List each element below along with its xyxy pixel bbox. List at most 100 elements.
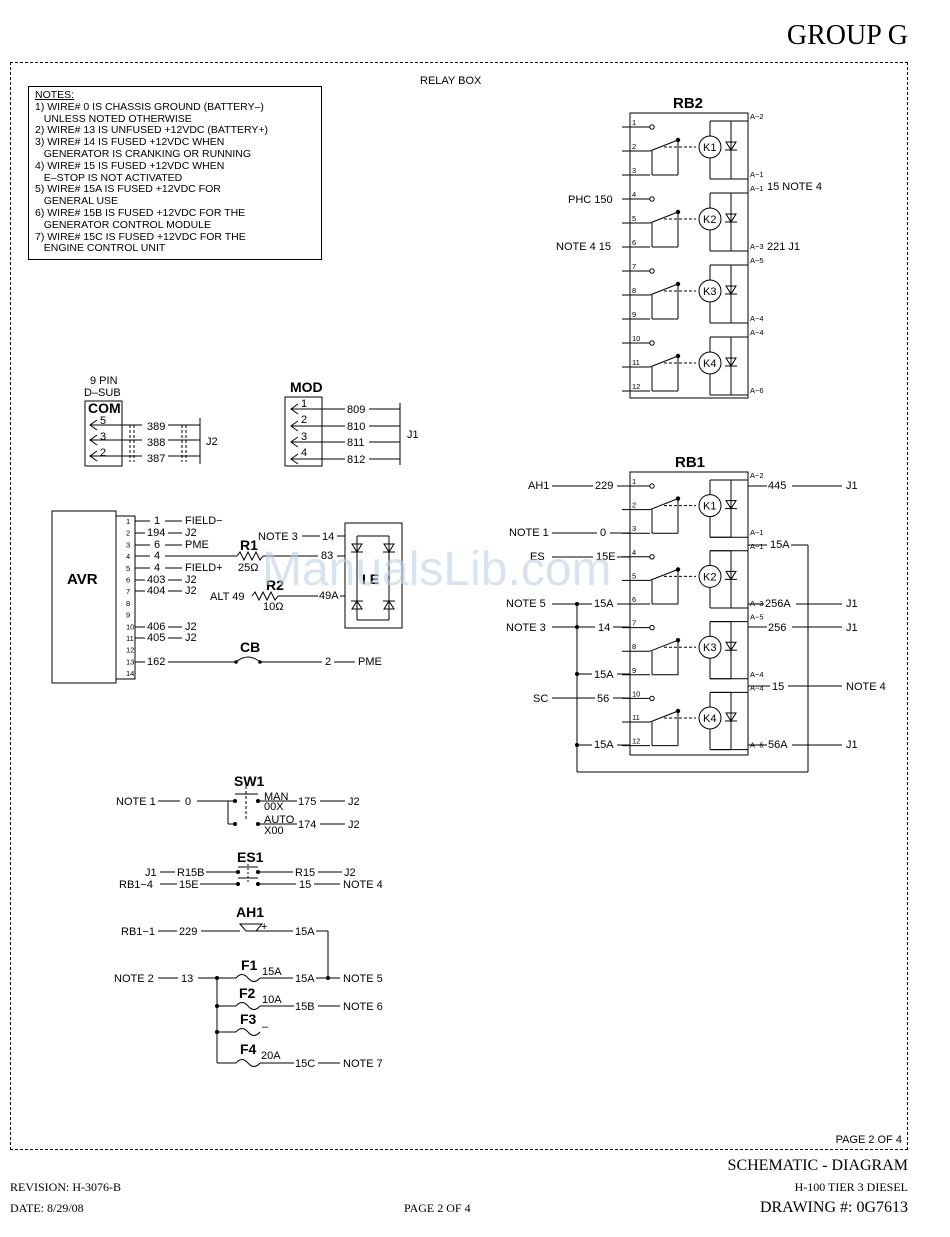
r1-resistor: [236, 550, 264, 562]
avr-dest: PME: [185, 539, 209, 551]
fuse-block: NOTE 2 13 F1 15A 15A NOTE 5 F2 10A 15B N…: [114, 957, 383, 1070]
diode-icon: [725, 500, 737, 510]
page-indicator-inside: PAGE 2 OF 4: [835, 1134, 902, 1146]
rb2-title: RB2: [673, 95, 703, 112]
note-line: ENGINE CONTROL UNIT: [35, 242, 166, 255]
dsub-body: [84, 400, 123, 467]
f1-label: F1: [241, 957, 258, 973]
rb1-left-wire: 15A: [594, 598, 614, 610]
ah1-alarm-horn: AH1 RB1−1 229 + 15A: [121, 904, 329, 978]
contact-com: [675, 496, 681, 501]
a-pin-label: A−4: [750, 314, 764, 323]
avr-wire: 403: [147, 574, 165, 586]
pin-number: 4: [632, 190, 636, 199]
mod-wire: 811: [347, 437, 365, 449]
ah1-wire-out: 15A: [295, 926, 315, 938]
cb-wire: 2: [325, 656, 331, 668]
contact-no: [649, 124, 655, 130]
rb1-right-wire: 256A: [765, 598, 791, 610]
note-line: 4) WIRE# 15 IS FUSED +12VDC WHEN: [35, 159, 225, 172]
rb1-right-wire: 256: [768, 622, 786, 634]
a-pin-label: A−2: [750, 471, 764, 480]
horn-icon: [238, 923, 264, 932]
ie-label: I E: [362, 571, 379, 587]
contact-arm: [649, 639, 679, 652]
rb1-left-src: NOTE 5: [506, 598, 546, 610]
pin-number: 9: [632, 666, 636, 675]
a-pin-label: A−4: [750, 683, 764, 692]
contact-no: [649, 268, 655, 274]
rb1-right-dest: J1: [846, 622, 858, 634]
es1-label: ES1: [237, 849, 264, 865]
fuse-icon: [235, 1002, 261, 1010]
avr-pin-number: 4: [126, 552, 130, 561]
dsub-connector: 9 PIN D–SUB COM 5 3 2 389 388 387 J2: [84, 375, 218, 467]
rb1-left-src: NOTE 3: [506, 622, 546, 634]
rb1-left-src: ES: [530, 551, 545, 563]
title-block-title: SCHEMATIC - DIAGRAM: [727, 1157, 908, 1174]
rb1-left-wire: 56: [597, 693, 609, 705]
rb1-right-dest: NOTE 4: [846, 681, 886, 693]
relay-coil-label: K4: [703, 358, 716, 370]
rb1-left-src: SC: [533, 693, 548, 705]
r2-value: 10Ω: [263, 601, 283, 613]
r2-label: R2: [266, 577, 284, 593]
rb1-left-wire: 229: [595, 480, 613, 492]
sw1-code2: X00: [264, 825, 284, 837]
pin-number: 8: [632, 286, 636, 295]
dsub-wire: 387: [147, 453, 165, 465]
rb1-left-wire: 15A: [594, 669, 614, 681]
mod-body: [284, 396, 323, 467]
avr-pin-number: 3: [126, 540, 130, 549]
notes-box: NOTES: 1) WIRE# 0 IS CHASSIS GROUND (BAT…: [28, 86, 322, 260]
pin-number: 2: [632, 501, 636, 510]
avr-pin-number: 5: [126, 564, 130, 573]
note-line: GENERATOR CONTROL MODULE: [35, 218, 211, 231]
es1-dest: J2: [344, 867, 356, 879]
dsub-name: COM: [88, 400, 121, 416]
avr-dest: J2: [185, 574, 197, 586]
a-pin-label: A−4: [750, 670, 764, 679]
pin-number: 6: [632, 595, 636, 604]
avr-pin-number: 6: [126, 576, 130, 585]
f4-wire-out: 15C: [295, 1058, 315, 1070]
rb2-a1-label: 15 NOTE 4: [767, 181, 822, 193]
avr-terminal-strip: [115, 515, 136, 680]
rb2-relay-board: RB2 123K1A−2A−1456K2A−1A−3789K3A−5A−4101…: [556, 95, 822, 399]
mod-name: MOD: [290, 379, 323, 395]
cb-label: CB: [240, 639, 260, 655]
dsub-pin: 2: [100, 447, 106, 459]
fuse-icon: [235, 1028, 261, 1036]
alt-label: ALT 49: [210, 591, 244, 603]
relay-coil-label: K2: [703, 571, 716, 583]
avr-dest: FIELD−: [185, 515, 223, 527]
a-pin-label: A−4: [750, 328, 764, 337]
notes-title: NOTES:: [35, 89, 75, 101]
pin-number: 10: [632, 689, 640, 698]
mod-pin: 2: [301, 414, 307, 426]
contact-no: [649, 624, 655, 631]
avr-wire: 1: [154, 515, 160, 527]
relay-coil-label: K3: [703, 286, 716, 298]
sw1-label: SW1: [234, 773, 265, 789]
dsub-pin: 3: [100, 431, 106, 443]
rb1-left-src: AH1: [528, 480, 549, 492]
avr-wire: 405: [147, 632, 165, 644]
pin-number: 2: [632, 142, 636, 151]
avr-wire: 6: [154, 539, 160, 551]
note-line: 7) WIRE# 15C IS FUSED +12VDC FOR THE: [35, 230, 246, 243]
pin-number: 6: [632, 238, 636, 247]
avr-wire: 194: [147, 527, 165, 539]
title-block-drawing-number: DRAWING #: 0G7613: [759, 1199, 908, 1216]
svg-text:+: +: [261, 921, 267, 933]
f1-rating: 15A: [262, 966, 282, 978]
avr-pin-number: 12: [126, 646, 134, 655]
es1-dest: NOTE 4: [343, 879, 383, 891]
pin-number: 8: [632, 642, 636, 651]
note-line: 2) WIRE# 13 IS UNFUSED +12VDC (BATTERY+): [35, 124, 269, 137]
avr-wire-14: 14: [322, 531, 334, 543]
relay-coil-label: K3: [703, 642, 716, 654]
a-pin-label: A−2: [750, 112, 764, 121]
a-pin-label: A−5: [750, 256, 764, 265]
